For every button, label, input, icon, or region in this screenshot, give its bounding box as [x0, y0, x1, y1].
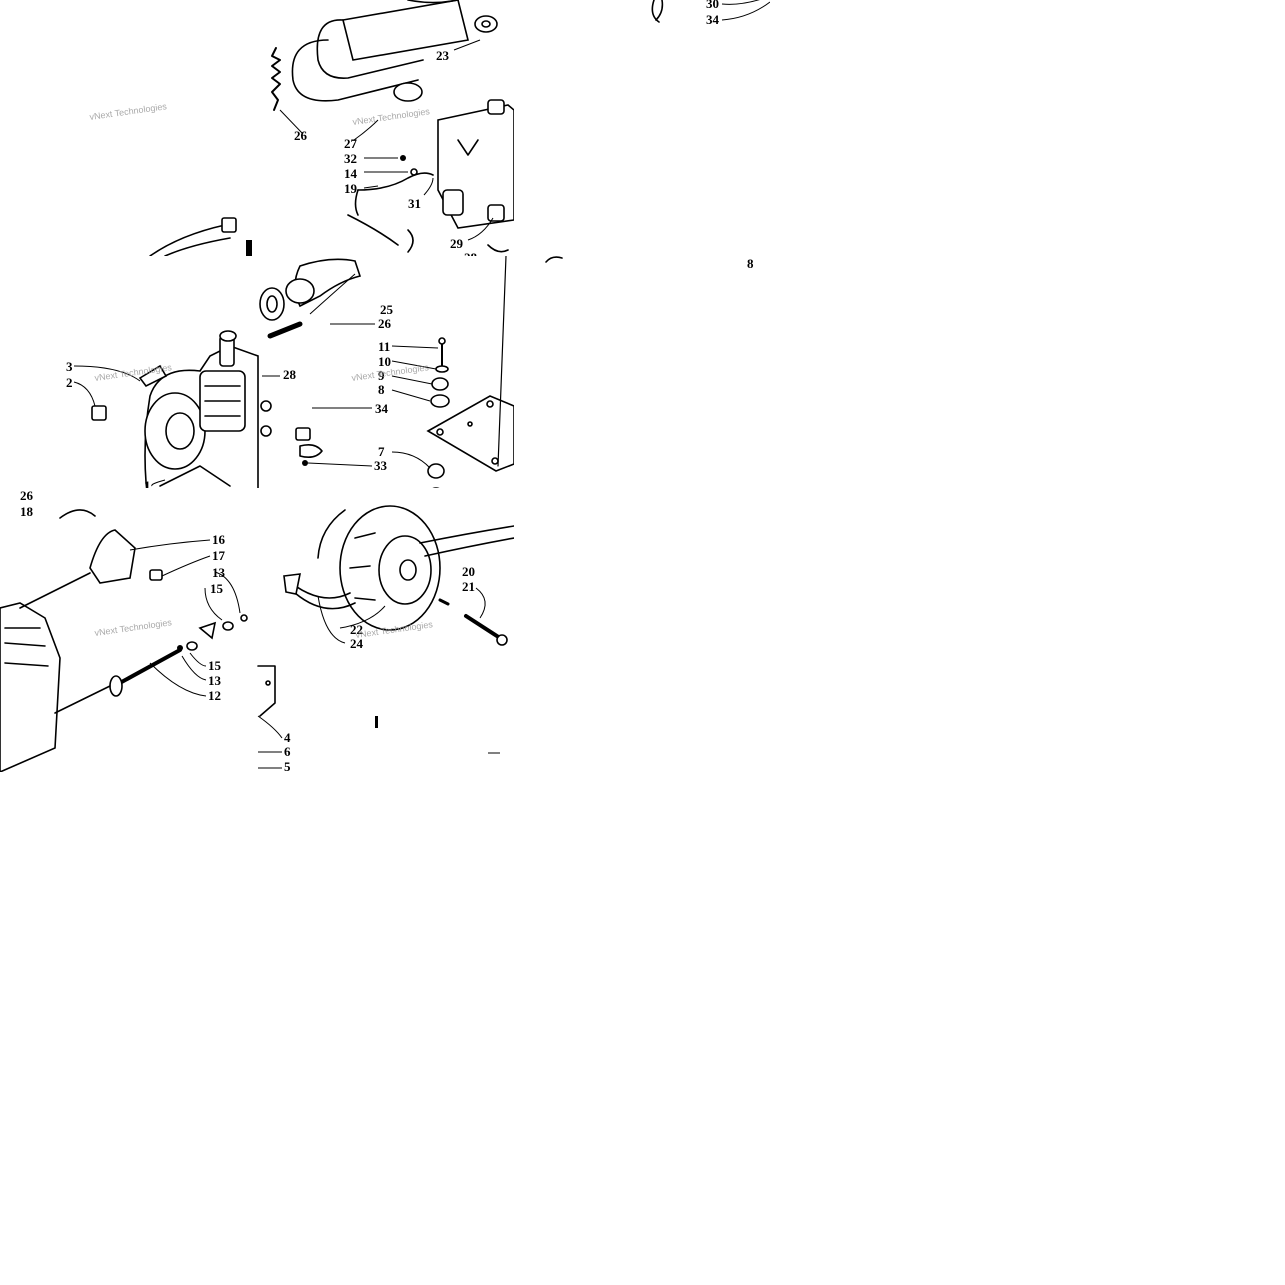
callout-29: 29 [450, 236, 464, 251]
callout-11: 11 [378, 339, 390, 354]
callout-26c: 26 [20, 488, 34, 503]
callout-28: 28 [464, 250, 478, 256]
callout-4: 4 [284, 730, 291, 745]
callout-32: 32 [344, 151, 357, 166]
callout-26b: 26 [378, 316, 392, 331]
callout-13: 13 [212, 565, 226, 580]
callout-7: 7 [378, 444, 385, 459]
callout-17: 17 [212, 548, 226, 563]
callout-12: 12 [208, 688, 221, 703]
callout-3: 3 [66, 359, 73, 374]
callout-5: 5 [284, 759, 291, 772]
callout-23: 23 [436, 48, 450, 63]
callout-34b: 34 [706, 12, 720, 27]
callout-31: 31 [408, 196, 421, 211]
callout-19: 19 [344, 181, 358, 196]
callout-33: 33 [374, 458, 388, 473]
callout-15b: 15 [208, 658, 222, 673]
watermark-clutch-1: vNext Technologies [94, 617, 173, 638]
callout-15: 15 [210, 581, 224, 596]
callout-24: 24 [350, 636, 364, 651]
watermark-left: vNext Technologies [89, 101, 168, 122]
callout-13b: 13 [208, 673, 222, 688]
clutch-tile: 26 18 16 17 13 15 15 13 12 20 21 22 24 4… [0, 488, 514, 772]
callout-25: 25 [380, 302, 394, 317]
callout-34: 34 [375, 401, 389, 416]
callout-8b: 8 [747, 256, 754, 270]
callout-30: 30 [706, 0, 719, 11]
callout-22: 22 [350, 622, 363, 637]
callout-18: 18 [20, 504, 34, 519]
callout-2: 2 [66, 375, 73, 390]
left-fragment-tile: vNext Technologies [0, 0, 258, 256]
callout-26: 26 [294, 128, 308, 143]
watermark: vNext Technologies [352, 106, 431, 127]
callout-8: 8 [378, 382, 385, 397]
callout-16: 16 [212, 532, 226, 547]
callout-28b: 28 [283, 367, 297, 382]
callout-9: 9 [378, 368, 385, 383]
callout-14: 14 [344, 166, 358, 181]
callout-10: 10 [378, 354, 391, 369]
callout-21: 21 [462, 579, 475, 594]
engine-tile: 25 26 11 10 9 8 28 34 3 2 33 7 1 vNext T… [0, 256, 514, 514]
exhaust-tile: 23 26 27 32 14 19 31 29 28 vNext Technol… [258, 0, 514, 256]
topright-tile: 30 34 8 [514, 0, 770, 270]
callout-1: 1 [144, 478, 151, 493]
callout-6: 6 [284, 744, 291, 759]
callout-27: 27 [344, 136, 358, 151]
callout-20: 20 [462, 564, 475, 579]
